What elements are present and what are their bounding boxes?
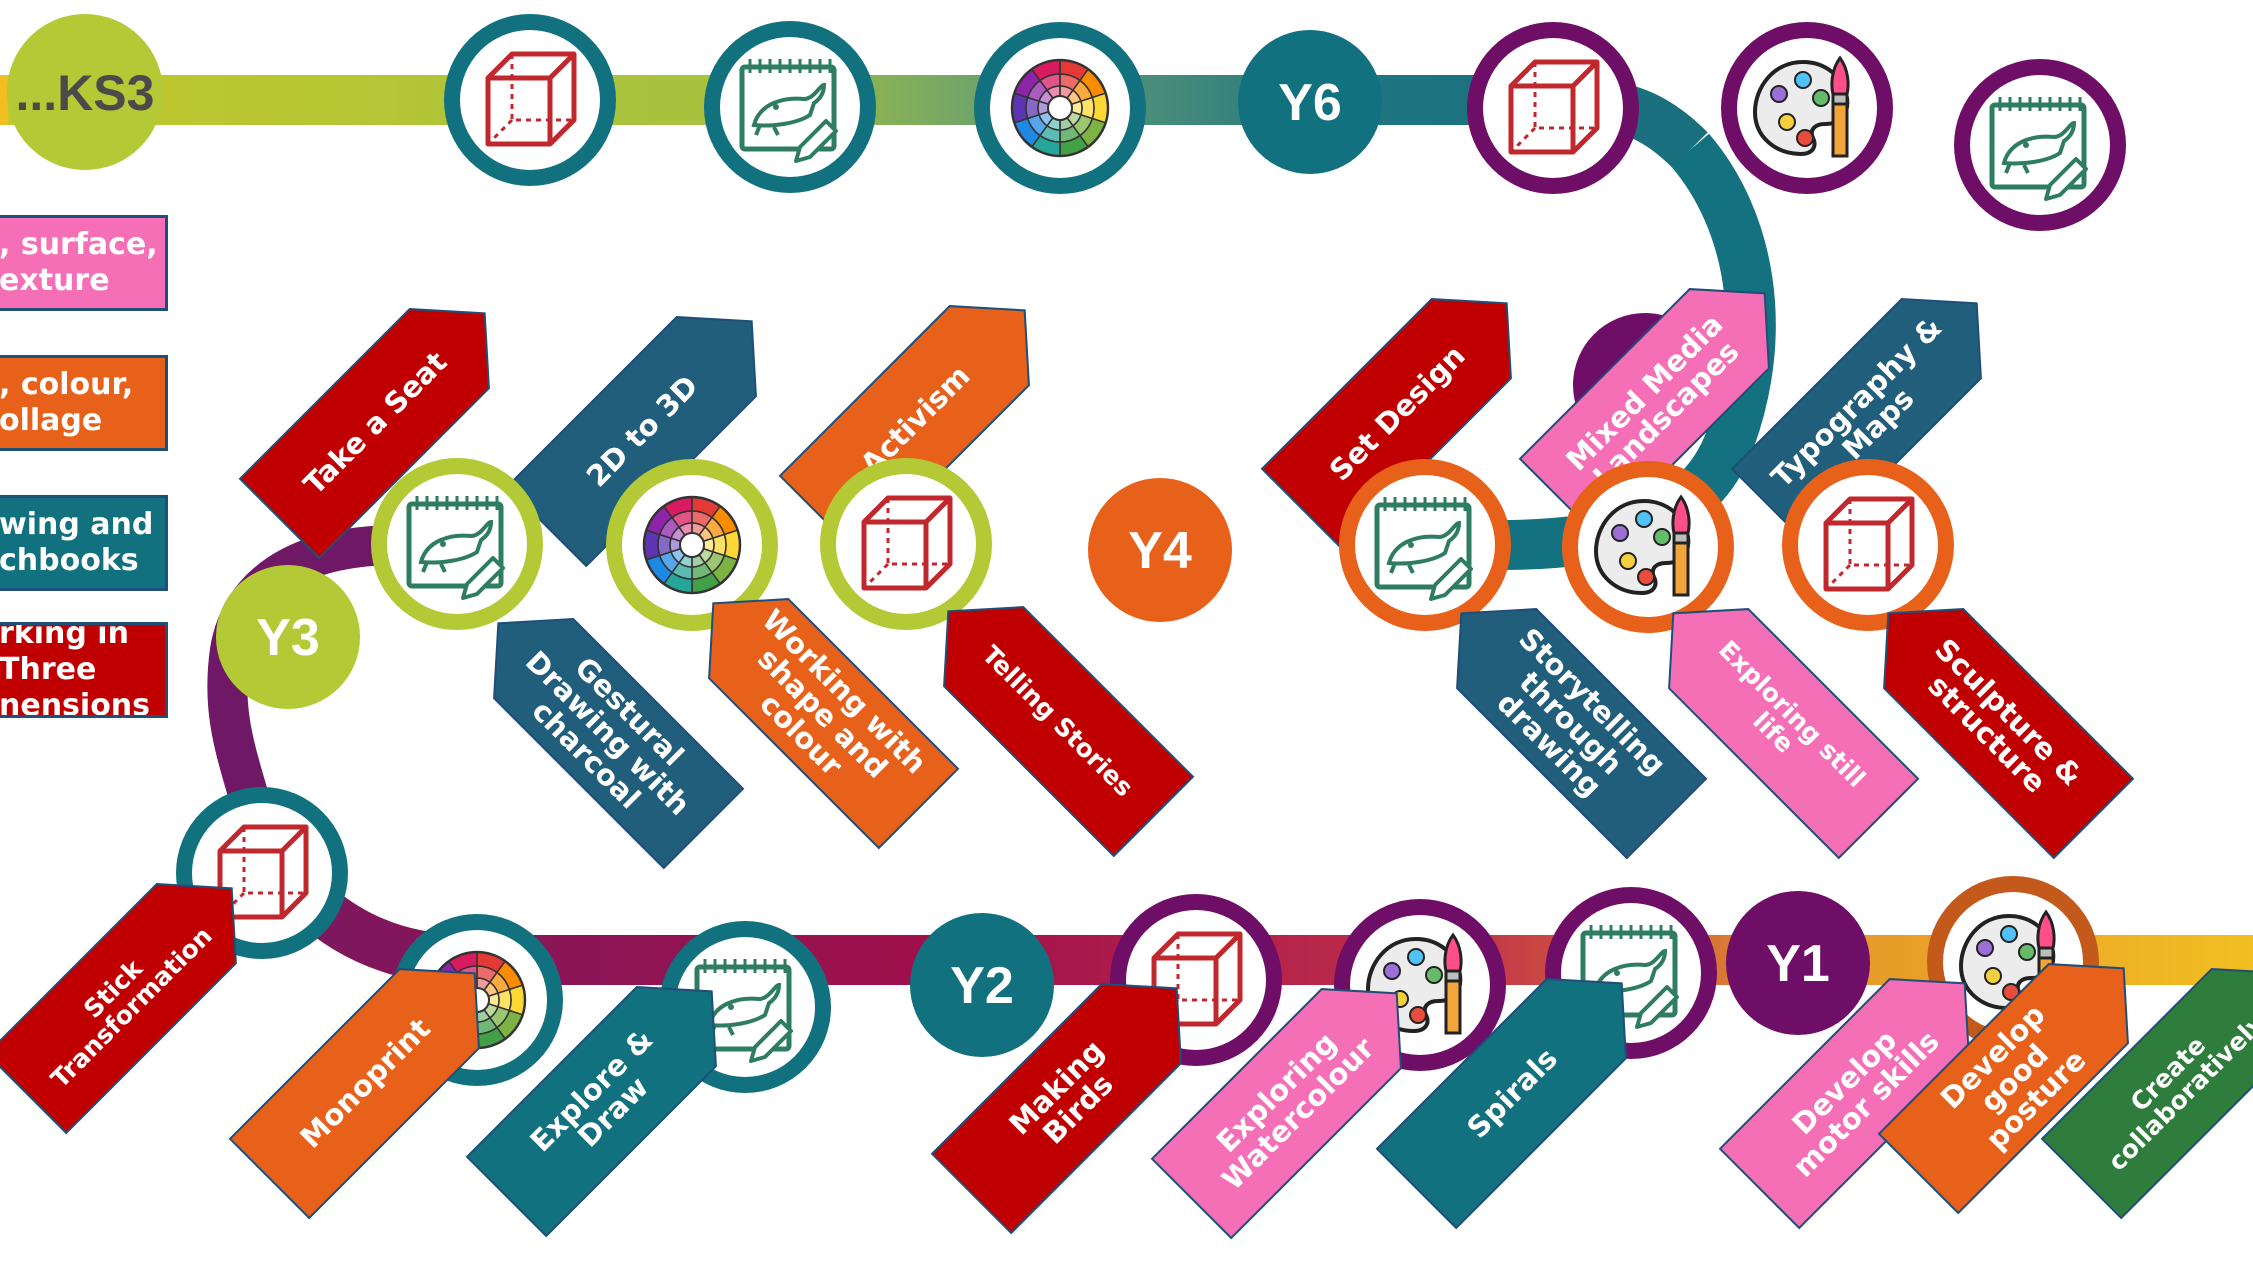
topic-tag-making-birds: MakingBirds	[930, 983, 1182, 1235]
track-start-stub	[0, 75, 8, 125]
palette-icon	[1593, 494, 1691, 597]
palette-icon	[1752, 55, 1850, 158]
year-circle	[910, 913, 1054, 1057]
sketchbook-whale-icon	[739, 59, 838, 163]
year-node-y1: Y1	[1726, 891, 1870, 1035]
legend-item-1: , surface, exture	[0, 215, 168, 311]
tag-shape	[1375, 978, 1627, 1230]
icon-disc	[1798, 475, 1938, 615]
sketchbook-whale-icon	[1580, 925, 1679, 1029]
year-node-y4: Y4	[1088, 478, 1232, 622]
tag-shape	[1877, 963, 2129, 1215]
tag-shape	[1150, 988, 1402, 1240]
tag-shape	[930, 983, 1182, 1235]
cube-icon	[1508, 59, 1600, 155]
year-node-y3: Y3	[216, 565, 360, 709]
sketchbook-whale-icon	[1989, 97, 2088, 201]
topic-node-exploring-still-life	[1562, 461, 1734, 633]
cube-icon	[1823, 496, 1915, 592]
cube-icon	[485, 51, 577, 147]
tag-shape	[1456, 608, 1708, 860]
year-node-ks3: ...KS3	[7, 14, 163, 170]
tag-shape	[465, 986, 717, 1238]
tag-shape	[505, 316, 757, 568]
topic-node-activism	[974, 22, 1146, 194]
topic-node-mixed-media-landscapes	[1721, 22, 1893, 194]
legend-text: , colour, ollage	[0, 367, 134, 438]
tag-shape	[238, 308, 490, 560]
year-label: Y6	[1278, 74, 1342, 132]
tag-shape	[1668, 608, 1920, 860]
year-label: Y4	[1128, 522, 1192, 580]
tag-shape	[493, 618, 745, 870]
colour-wheel-icon	[642, 495, 742, 595]
tag-shape	[2040, 968, 2253, 1220]
year-circle	[1238, 30, 1382, 174]
year-circle	[216, 565, 360, 709]
tag-shape	[1718, 978, 1970, 1230]
legend-text: rking in Three nensions	[0, 622, 151, 718]
year-circle	[7, 14, 163, 170]
year-node-y2: Y2	[910, 913, 1054, 1057]
topic-node-take-a-seat	[444, 14, 616, 186]
legend-item-3: wing and chbooks	[0, 495, 168, 591]
topic-node-exploring-watercolour	[1334, 899, 1506, 1071]
topic-tag-working-with-shape-and-colour: Working withshape andcolour	[708, 598, 960, 850]
icon-disc	[1483, 38, 1623, 178]
topic-tag-stick-transformation: StickTransformation	[0, 883, 237, 1135]
tag-label: Working withshape andcolour	[712, 603, 933, 824]
topic-tag-sculpture-structure: Sculpture &structure	[1883, 608, 2135, 860]
topic-node-storytelling-through-drawing	[1339, 459, 1511, 631]
year-circle	[1726, 891, 1870, 1035]
year-label: ...KS3	[16, 65, 155, 121]
tag-shape	[1883, 608, 2135, 860]
topic-tag-explore-draw: Explore &Draw	[465, 986, 717, 1238]
icon-disc	[460, 30, 600, 170]
topic-node-sculpture-structure	[1782, 459, 1954, 631]
topic-node-set-design	[1467, 22, 1639, 194]
year-label: Y3	[256, 609, 320, 667]
legend-text: , surface, exture	[0, 227, 158, 298]
sketchbook-whale-icon	[406, 496, 505, 600]
tag-shape	[228, 968, 480, 1220]
year-label: Y2	[950, 957, 1014, 1015]
legend-item-4: rking in Three nensions	[0, 622, 168, 718]
topic-node-telling-stories	[820, 458, 992, 630]
tag-shape	[0, 883, 237, 1135]
topic-node-working-with-shape-and-colour	[606, 459, 778, 631]
cube-icon	[861, 495, 953, 591]
sketchbook-whale-icon	[1374, 497, 1473, 601]
tag-shape	[708, 598, 960, 850]
legend-item-2: , colour, ollage	[0, 355, 168, 451]
sketchbook-whale-icon	[694, 959, 793, 1063]
colour-wheel-icon	[1010, 58, 1110, 158]
topic-tag-gestural-drawing-with-charcoal: GesturalDrawing withcharcoal	[493, 618, 745, 870]
icon-disc	[836, 474, 976, 614]
topic-tag-spirals: Spirals	[1375, 978, 1627, 1230]
topic-node-typography-maps	[1954, 59, 2126, 231]
topic-node-gestural-drawing-with-charcoal	[371, 458, 543, 630]
tag-shape	[1260, 298, 1512, 550]
year-node-y6: Y6	[1238, 30, 1382, 174]
year-circle	[1088, 478, 1232, 622]
year-label: Y1	[1766, 935, 1830, 993]
tag-shape	[943, 606, 1195, 858]
topic-node-2d-to-3d	[704, 21, 876, 193]
legend-text: wing and chbooks	[0, 507, 154, 578]
